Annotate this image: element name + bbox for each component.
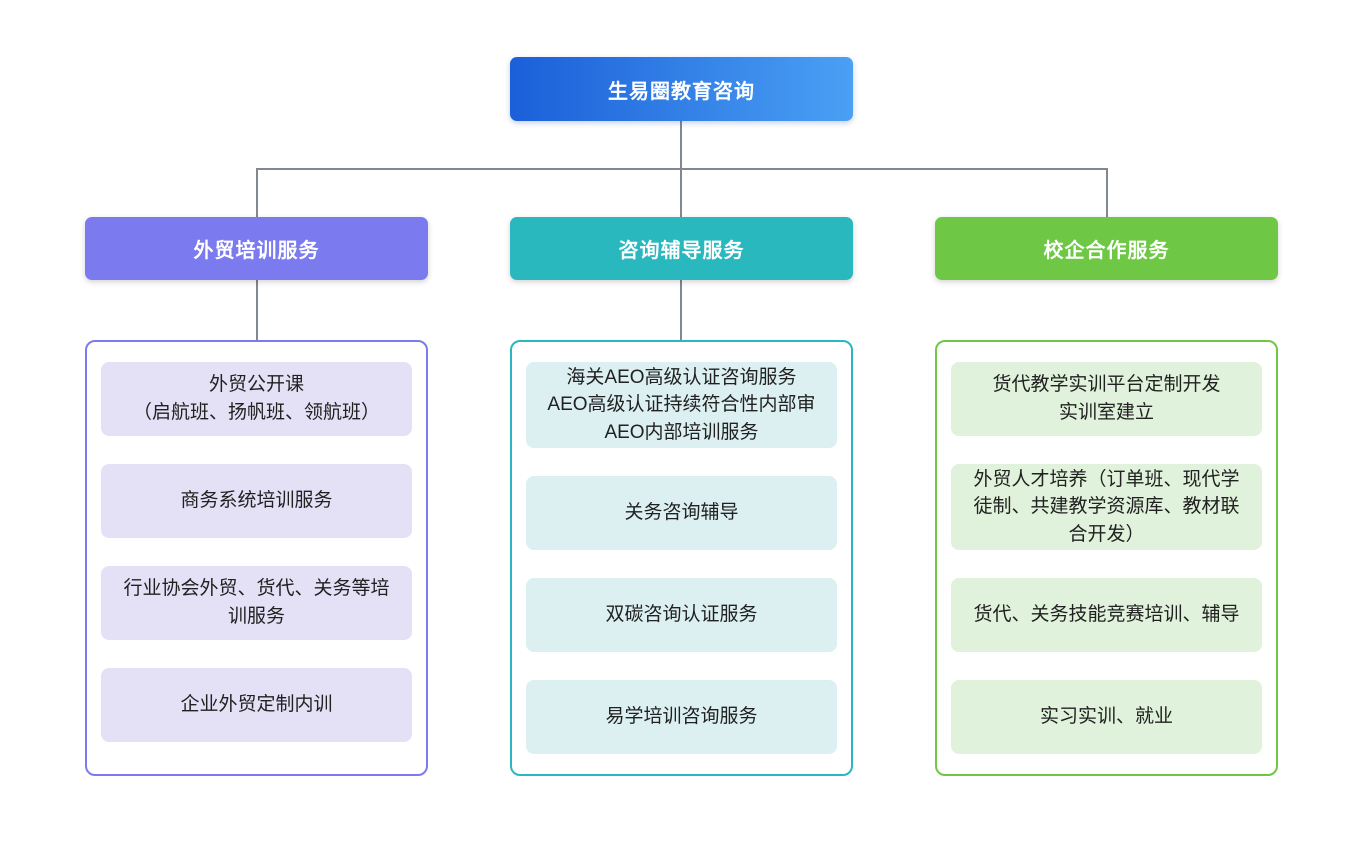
leaf-node[interactable]: 行业协会外贸、货代、关务等培训服务 <box>101 566 412 640</box>
leaf-node[interactable]: 双碳咨询认证服务 <box>526 578 837 652</box>
leaf-node-text: 双碳咨询认证服务 <box>605 604 758 626</box>
branch-header-label: 外贸培训服务 <box>193 240 320 262</box>
leaf-node[interactable]: 易学培训咨询服务 <box>526 680 837 754</box>
leaf-node[interactable]: 商务系统培训服务 <box>101 464 412 538</box>
connector-drop-right <box>1106 168 1108 217</box>
leaf-node[interactable]: 实习实训、就业 <box>951 680 1262 754</box>
leaf-node-text: 行业协会外贸、货代、关务等培训服务 <box>123 578 390 627</box>
leaf-node-text: 企业外贸定制内训 <box>180 694 333 716</box>
leaf-node-text: 外贸公开课 <box>208 374 304 396</box>
leaf-node-text: 商务系统培训服务 <box>180 490 333 512</box>
connector-drop-center <box>680 168 682 217</box>
leaf-node-text: 实训室建立 <box>1058 402 1154 423</box>
leaf-node[interactable]: 外贸公开课 （启航班、扬帆班、领航班） <box>101 362 412 436</box>
branch-group-school-enterprise-cooperation: 货代教学实训平台定制开发 实训室建立 外贸人才培养（订单班、现代学徒制、共建教学… <box>935 340 1278 776</box>
leaf-node-text: 货代、关务技能竞赛培训、辅导 <box>973 604 1240 626</box>
branch-header-foreign-trade-training[interactable]: 外贸培训服务 <box>85 217 428 280</box>
leaf-node-text: 关务咨询辅导 <box>624 502 739 524</box>
leaf-node-text: AEO内部培训服务 <box>604 421 759 443</box>
branch-group-foreign-trade-training: 外贸公开课 （启航班、扬帆班、领航班） 商务系统培训服务 行业协会外贸、货代、关… <box>85 340 428 776</box>
leaf-node[interactable]: 海关AEO高级认证咨询服务 AEO高级认证持续符合性内部审 AEO内部培训服务 <box>526 362 837 448</box>
leaf-node-text: 货代教学实训平台定制开发 <box>992 374 1221 396</box>
connector-header-group-center <box>680 280 682 340</box>
branch-header-school-enterprise-cooperation[interactable]: 校企合作服务 <box>935 217 1278 280</box>
connector-rail <box>256 168 1107 170</box>
branch-header-label: 校企合作服务 <box>1043 240 1170 262</box>
connector-header-group-left <box>256 280 258 340</box>
root-node[interactable]: 生易圈教育咨询 <box>510 57 853 121</box>
branch-group-consulting-coaching: 海关AEO高级认证咨询服务 AEO高级认证持续符合性内部审 AEO内部培训服务 … <box>510 340 853 776</box>
branch-header-consulting-coaching[interactable]: 咨询辅导服务 <box>510 217 853 280</box>
connector-root-stub <box>680 121 682 168</box>
leaf-node-text: 易学培训咨询服务 <box>605 706 758 728</box>
leaf-node[interactable]: 外贸人才培养（订单班、现代学徒制、共建教学资源库、教材联合开发） <box>951 464 1262 550</box>
leaf-node[interactable]: 关务咨询辅导 <box>526 476 837 550</box>
leaf-node-text: 实习实训、就业 <box>1039 706 1173 728</box>
connector-drop-left <box>256 168 258 217</box>
leaf-node[interactable]: 企业外贸定制内训 <box>101 668 412 742</box>
leaf-node[interactable]: 货代教学实训平台定制开发 实训室建立 <box>951 362 1262 436</box>
root-node-label: 生易圈教育咨询 <box>608 80 755 103</box>
leaf-node-text: 海关AEO高级认证咨询服务 <box>566 366 797 388</box>
branch-header-label: 咨询辅导服务 <box>618 240 745 262</box>
leaf-node-text: 外贸人才培养（订单班、现代学徒制、共建教学资源库、教材联合开发） <box>973 468 1240 545</box>
leaf-node-text: （启航班、扬帆班、领航班） <box>132 402 380 423</box>
leaf-node-text: AEO高级认证持续符合性内部审 <box>547 394 816 416</box>
leaf-node[interactable]: 货代、关务技能竞赛培训、辅导 <box>951 578 1262 652</box>
